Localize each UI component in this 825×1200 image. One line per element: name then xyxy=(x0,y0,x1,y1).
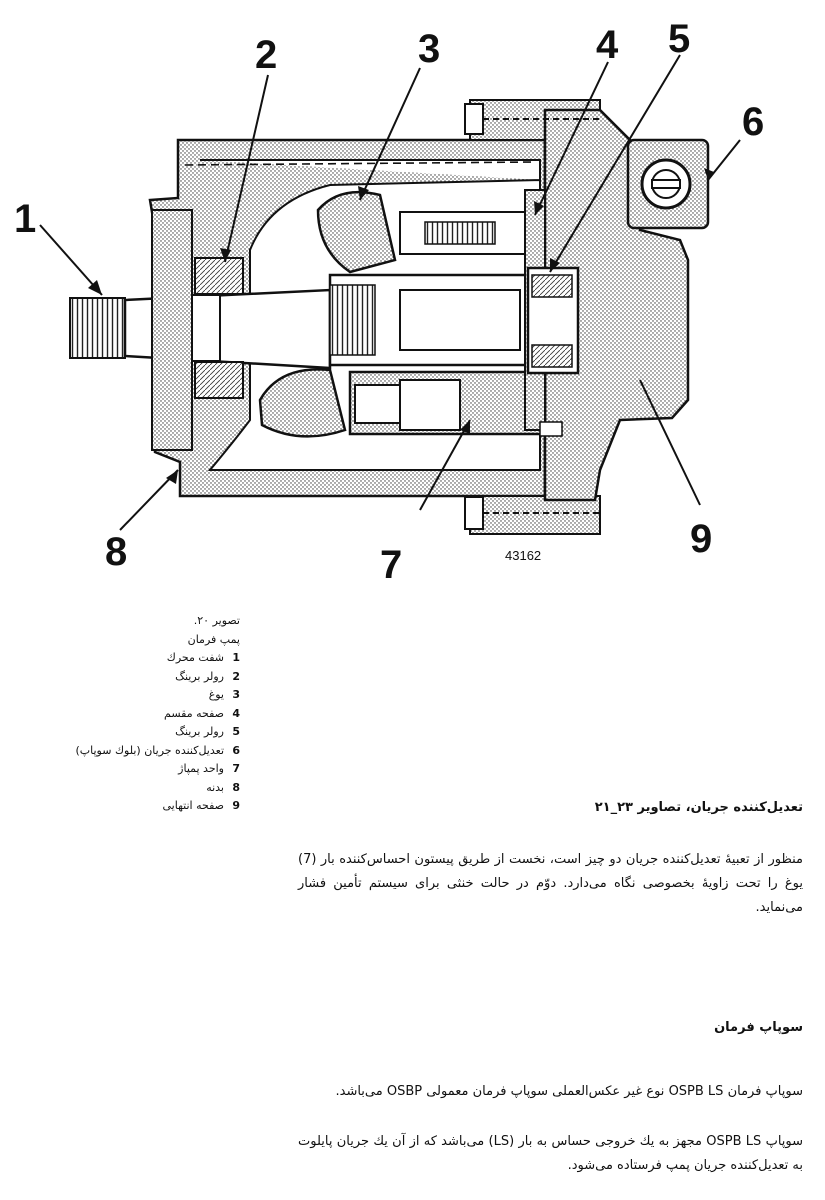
caption-item: 4 صفحه مقسم xyxy=(40,705,240,724)
yoke-top xyxy=(316,190,397,274)
callout-2: 2 xyxy=(255,33,277,77)
caption-item: 5 رولر برینگ xyxy=(40,723,240,742)
caption-item-label: یوغ xyxy=(208,688,224,701)
caption-title: تصویر ۲۰. xyxy=(193,614,240,627)
bottom-bolt xyxy=(464,496,484,530)
caption-item-number: 3 xyxy=(232,688,240,701)
caption-item-label: واحد پمپاژ xyxy=(178,762,224,775)
caption-item-label: تعدیل‌کننده جریان (بلوك سوپاپ) xyxy=(75,743,225,757)
caption-item-label: رولر برینگ xyxy=(175,725,224,738)
front-bearing-top xyxy=(194,257,244,295)
caption-item-number: 7 xyxy=(232,762,240,775)
bottom-flange xyxy=(469,495,601,535)
caption-item-number: 4 xyxy=(232,706,240,720)
caption-item: 6 تعدیل‌کننده جریان (بلوك سوپاپ) xyxy=(40,742,241,761)
section-paragraph-steering-valve-1: سوپاپ فرمان OSPB LS نوع غیر عکس‌العملی س… xyxy=(335,1084,803,1099)
callout-4: 4 xyxy=(596,23,619,67)
figure-caption: تصویر ۲۰. پمپ فرمان 1 شفت محرك 2 رولر برین… xyxy=(40,612,241,816)
caption-subtitle: پمپ فرمان xyxy=(187,632,240,646)
shaft-splines xyxy=(69,297,126,359)
caption-item-label: رولر برینگ xyxy=(175,669,224,683)
caption-item-label: بدنه xyxy=(206,780,224,794)
front-cover xyxy=(151,209,193,451)
caption-item-number: 2 xyxy=(232,669,240,683)
caption-item: 2 رولر برینگ xyxy=(40,668,240,687)
caption-item-number: 5 xyxy=(232,725,240,738)
caption-item-label: صفحه مقسم xyxy=(164,706,224,720)
figure-code: 43162 xyxy=(505,548,541,563)
front-bearing-bottom xyxy=(194,361,244,399)
section-paragraph-flow-regulator: منظور از تعبیهٔ تعدیل‌کننده جریان دو چیز… xyxy=(298,852,803,915)
callout-6: 6 xyxy=(742,100,764,144)
caption-item: 9 صفحه انتهایی xyxy=(40,797,241,816)
caption-item-number: 9 xyxy=(232,799,240,812)
caption-item-label: صفحه انتهایی xyxy=(162,799,225,812)
caption-item-number: 6 xyxy=(232,743,240,757)
caption-item-number: 1 xyxy=(232,651,240,664)
callout-9: 9 xyxy=(690,517,712,561)
caption-item: 1 شفت محرك xyxy=(40,649,240,668)
caption-item-number: 8 xyxy=(232,780,240,794)
callout-8: 8 xyxy=(105,530,127,574)
callout-7: 7 xyxy=(380,543,402,587)
callout-1: 1 xyxy=(14,197,36,241)
section-heading-steering-valve: سوپاپ فرمان xyxy=(714,1020,803,1035)
caption-item: 3 یوغ xyxy=(40,686,240,705)
section-paragraph-steering-valve-2: سوپاپ OSPB LS مجهز به یك خروجی حساس به ب… xyxy=(298,1134,804,1173)
section-heading-flow-regulator: تعدیل‌کننده جریان، تصاویر ۲۳_۲۱ xyxy=(594,800,803,815)
caption-item: 8 بدنه xyxy=(40,779,240,798)
callout-5: 5 xyxy=(668,17,690,61)
pump-cross-section-figure: 1 2 3 4 5 6 7 8 9 43162 xyxy=(14,17,764,587)
callout-3: 3 xyxy=(418,27,440,71)
leader-lines xyxy=(39,54,741,531)
caption-item: 7 واحد پمپاژ xyxy=(40,760,240,779)
yoke-bottom xyxy=(258,368,347,438)
caption-item-label: شفت محرك xyxy=(166,651,224,664)
top-bolt xyxy=(464,103,484,135)
leader-arrowheads xyxy=(88,168,714,484)
